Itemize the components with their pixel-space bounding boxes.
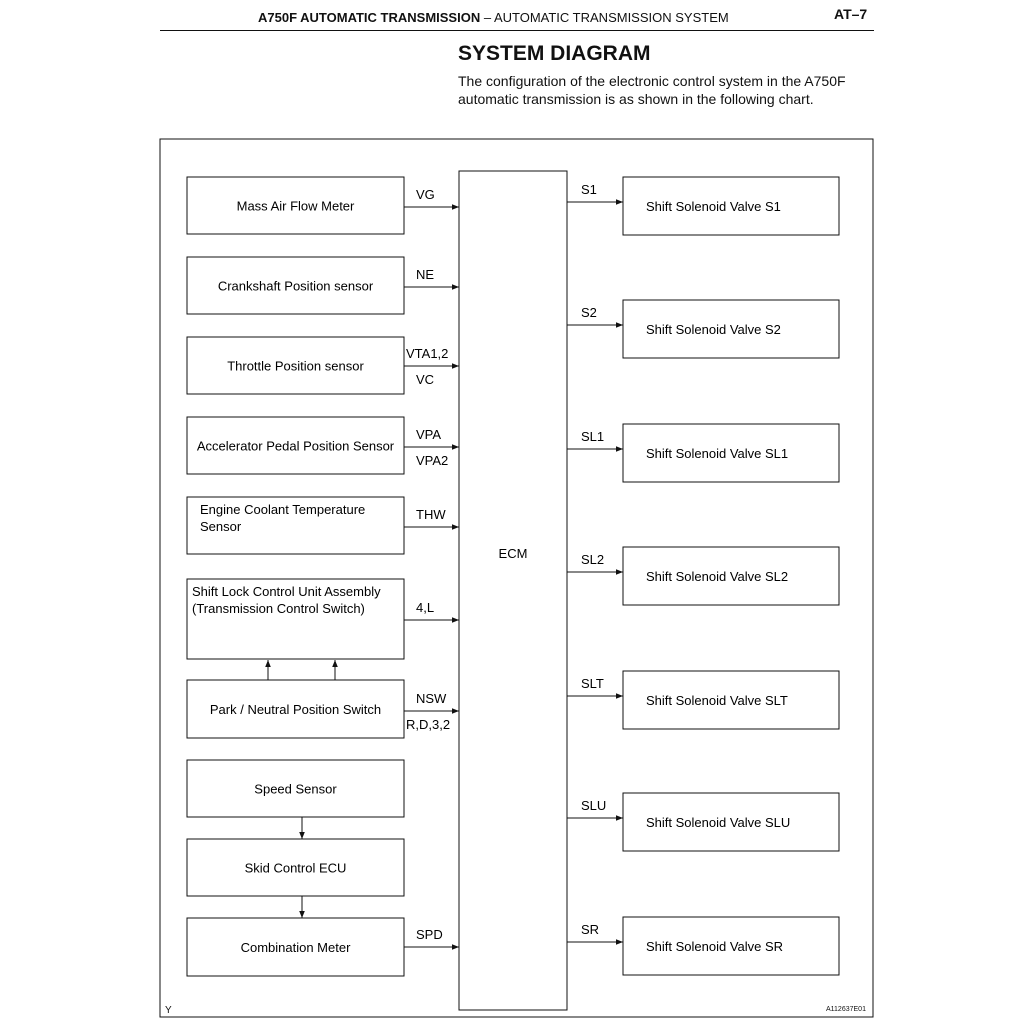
output-label-sl2: Shift Solenoid Valve SL2 xyxy=(646,569,788,584)
signal-label-tps: VTA1,2 xyxy=(406,346,448,361)
output-box-s1 xyxy=(622,176,840,236)
input-label-ckp: Crankshaft Position sensor xyxy=(218,279,374,294)
input-box-ckp xyxy=(186,256,405,315)
footer-mark: Y xyxy=(165,1005,172,1016)
output-block-slu: Shift Solenoid Valve SLU SLU xyxy=(567,792,840,852)
running-header: A750F AUTOMATIC TRANSMISSION – AUTOMATIC… xyxy=(258,10,729,25)
output-box-sl1 xyxy=(622,423,840,483)
output-box-sr xyxy=(622,916,840,976)
input-block-speed: Speed Sensor xyxy=(186,759,405,818)
output-box-sl2 xyxy=(622,546,840,606)
input-box-shiftlock xyxy=(186,578,405,660)
signal-label-shiftlock: 4,L xyxy=(416,600,434,615)
input-label-shiftlock: (Transmission Control Switch) xyxy=(192,601,365,616)
input-label-skid: Skid Control ECU xyxy=(245,861,347,876)
output-block-slt: Shift Solenoid Valve SLT SLT xyxy=(567,670,840,730)
output-block-sl1: Shift Solenoid Valve SL1 SL1 xyxy=(567,423,840,483)
signal-label-app: VPA2 xyxy=(416,453,448,468)
output-signal-sl1: SL1 xyxy=(581,429,604,444)
signal-label-app: VPA xyxy=(416,427,441,442)
input-label-app: Accelerator Pedal Position Sensor xyxy=(197,439,395,454)
input-box-maf xyxy=(186,176,405,235)
signal-label-maf: VG xyxy=(416,187,435,202)
input-block-app: Accelerator Pedal Position Sensor VPA VPA2 xyxy=(186,416,459,475)
signal-label-pnp: R,D,3,2 xyxy=(406,717,450,732)
input-box-pnp xyxy=(186,679,405,739)
signal-label-ect: THW xyxy=(416,507,446,522)
output-box-slt xyxy=(622,670,840,730)
output-block-s1: Shift Solenoid Valve S1 S1 xyxy=(567,176,840,236)
output-block-sr: Shift Solenoid Valve SR SR xyxy=(567,916,840,976)
input-label-meter: Combination Meter xyxy=(241,940,351,955)
output-label-s2: Shift Solenoid Valve S2 xyxy=(646,322,781,337)
signal-label-meter: SPD xyxy=(416,927,443,942)
output-label-slt: Shift Solenoid Valve SLT xyxy=(646,693,788,708)
output-block-sl2: Shift Solenoid Valve SL2 SL2 xyxy=(567,546,840,606)
input-block-skid: Skid Control ECU xyxy=(186,838,405,897)
signal-label-pnp: NSW xyxy=(416,691,447,706)
output-block-s2: Shift Solenoid Valve S2 S2 xyxy=(567,299,840,359)
input-box-meter xyxy=(186,917,405,977)
page-number: AT–7 xyxy=(834,6,868,22)
input-block-meter: Combination Meter SPD xyxy=(186,917,459,977)
output-signal-s2: S2 xyxy=(581,305,597,320)
header-title-rest: – AUTOMATIC TRANSMISSION SYSTEM xyxy=(480,10,729,25)
input-block-tps: Throttle Position sensor VTA1,2VC xyxy=(186,336,459,395)
signal-label-tps: VC xyxy=(416,372,434,387)
figure-code: A112637E01 xyxy=(826,1006,866,1013)
output-signal-slu: SLU xyxy=(581,798,606,813)
intro-paragraph: The configuration of the electronic cont… xyxy=(458,73,846,107)
output-signal-slt: SLT xyxy=(581,676,604,691)
input-label-shiftlock: Shift Lock Control Unit Assembly xyxy=(192,584,381,599)
output-label-s1: Shift Solenoid Valve S1 xyxy=(646,199,781,214)
section-title: SYSTEM DIAGRAM xyxy=(458,42,651,65)
input-box-ect xyxy=(186,496,405,555)
output-box-slu xyxy=(622,792,840,852)
output-box-s2 xyxy=(622,299,840,359)
ecm-label: ECM xyxy=(499,546,528,561)
diagram-frame xyxy=(159,138,874,1018)
input-block-ckp: Crankshaft Position sensor NE xyxy=(186,256,459,315)
input-block-shiftlock: Shift Lock Control Unit Assembly (Transmi… xyxy=(186,578,459,660)
signal-label-ckp: NE xyxy=(416,267,434,282)
input-block-maf: Mass Air Flow Meter VG xyxy=(186,176,459,235)
header-rule xyxy=(160,30,874,31)
input-box-tps xyxy=(186,336,405,395)
input-block-pnp: Park / Neutral Position Switch NSW R,D,3,2 xyxy=(186,679,459,739)
output-label-sr: Shift Solenoid Valve SR xyxy=(646,939,783,954)
input-label-tps: Throttle Position sensor xyxy=(227,359,364,374)
input-label-maf: Mass Air Flow Meter xyxy=(237,199,355,214)
output-signal-sl2: SL2 xyxy=(581,552,604,567)
ecm-block xyxy=(458,170,568,1011)
output-label-slu: Shift Solenoid Valve SLU xyxy=(646,815,790,830)
input-box-skid xyxy=(186,838,405,897)
input-label-ect: Sensor xyxy=(200,519,242,534)
input-label-speed: Speed Sensor xyxy=(254,782,337,797)
header-title-bold: A750F AUTOMATIC TRANSMISSION xyxy=(258,10,481,25)
input-box-speed xyxy=(186,759,405,818)
input-label-pnp: Park / Neutral Position Switch xyxy=(210,702,381,717)
input-label-ect: Engine Coolant Temperature xyxy=(200,502,365,517)
output-label-sl1: Shift Solenoid Valve SL1 xyxy=(646,446,788,461)
output-signal-s1: S1 xyxy=(581,182,597,197)
input-box-app xyxy=(186,416,405,475)
output-signal-sr: SR xyxy=(581,922,599,937)
